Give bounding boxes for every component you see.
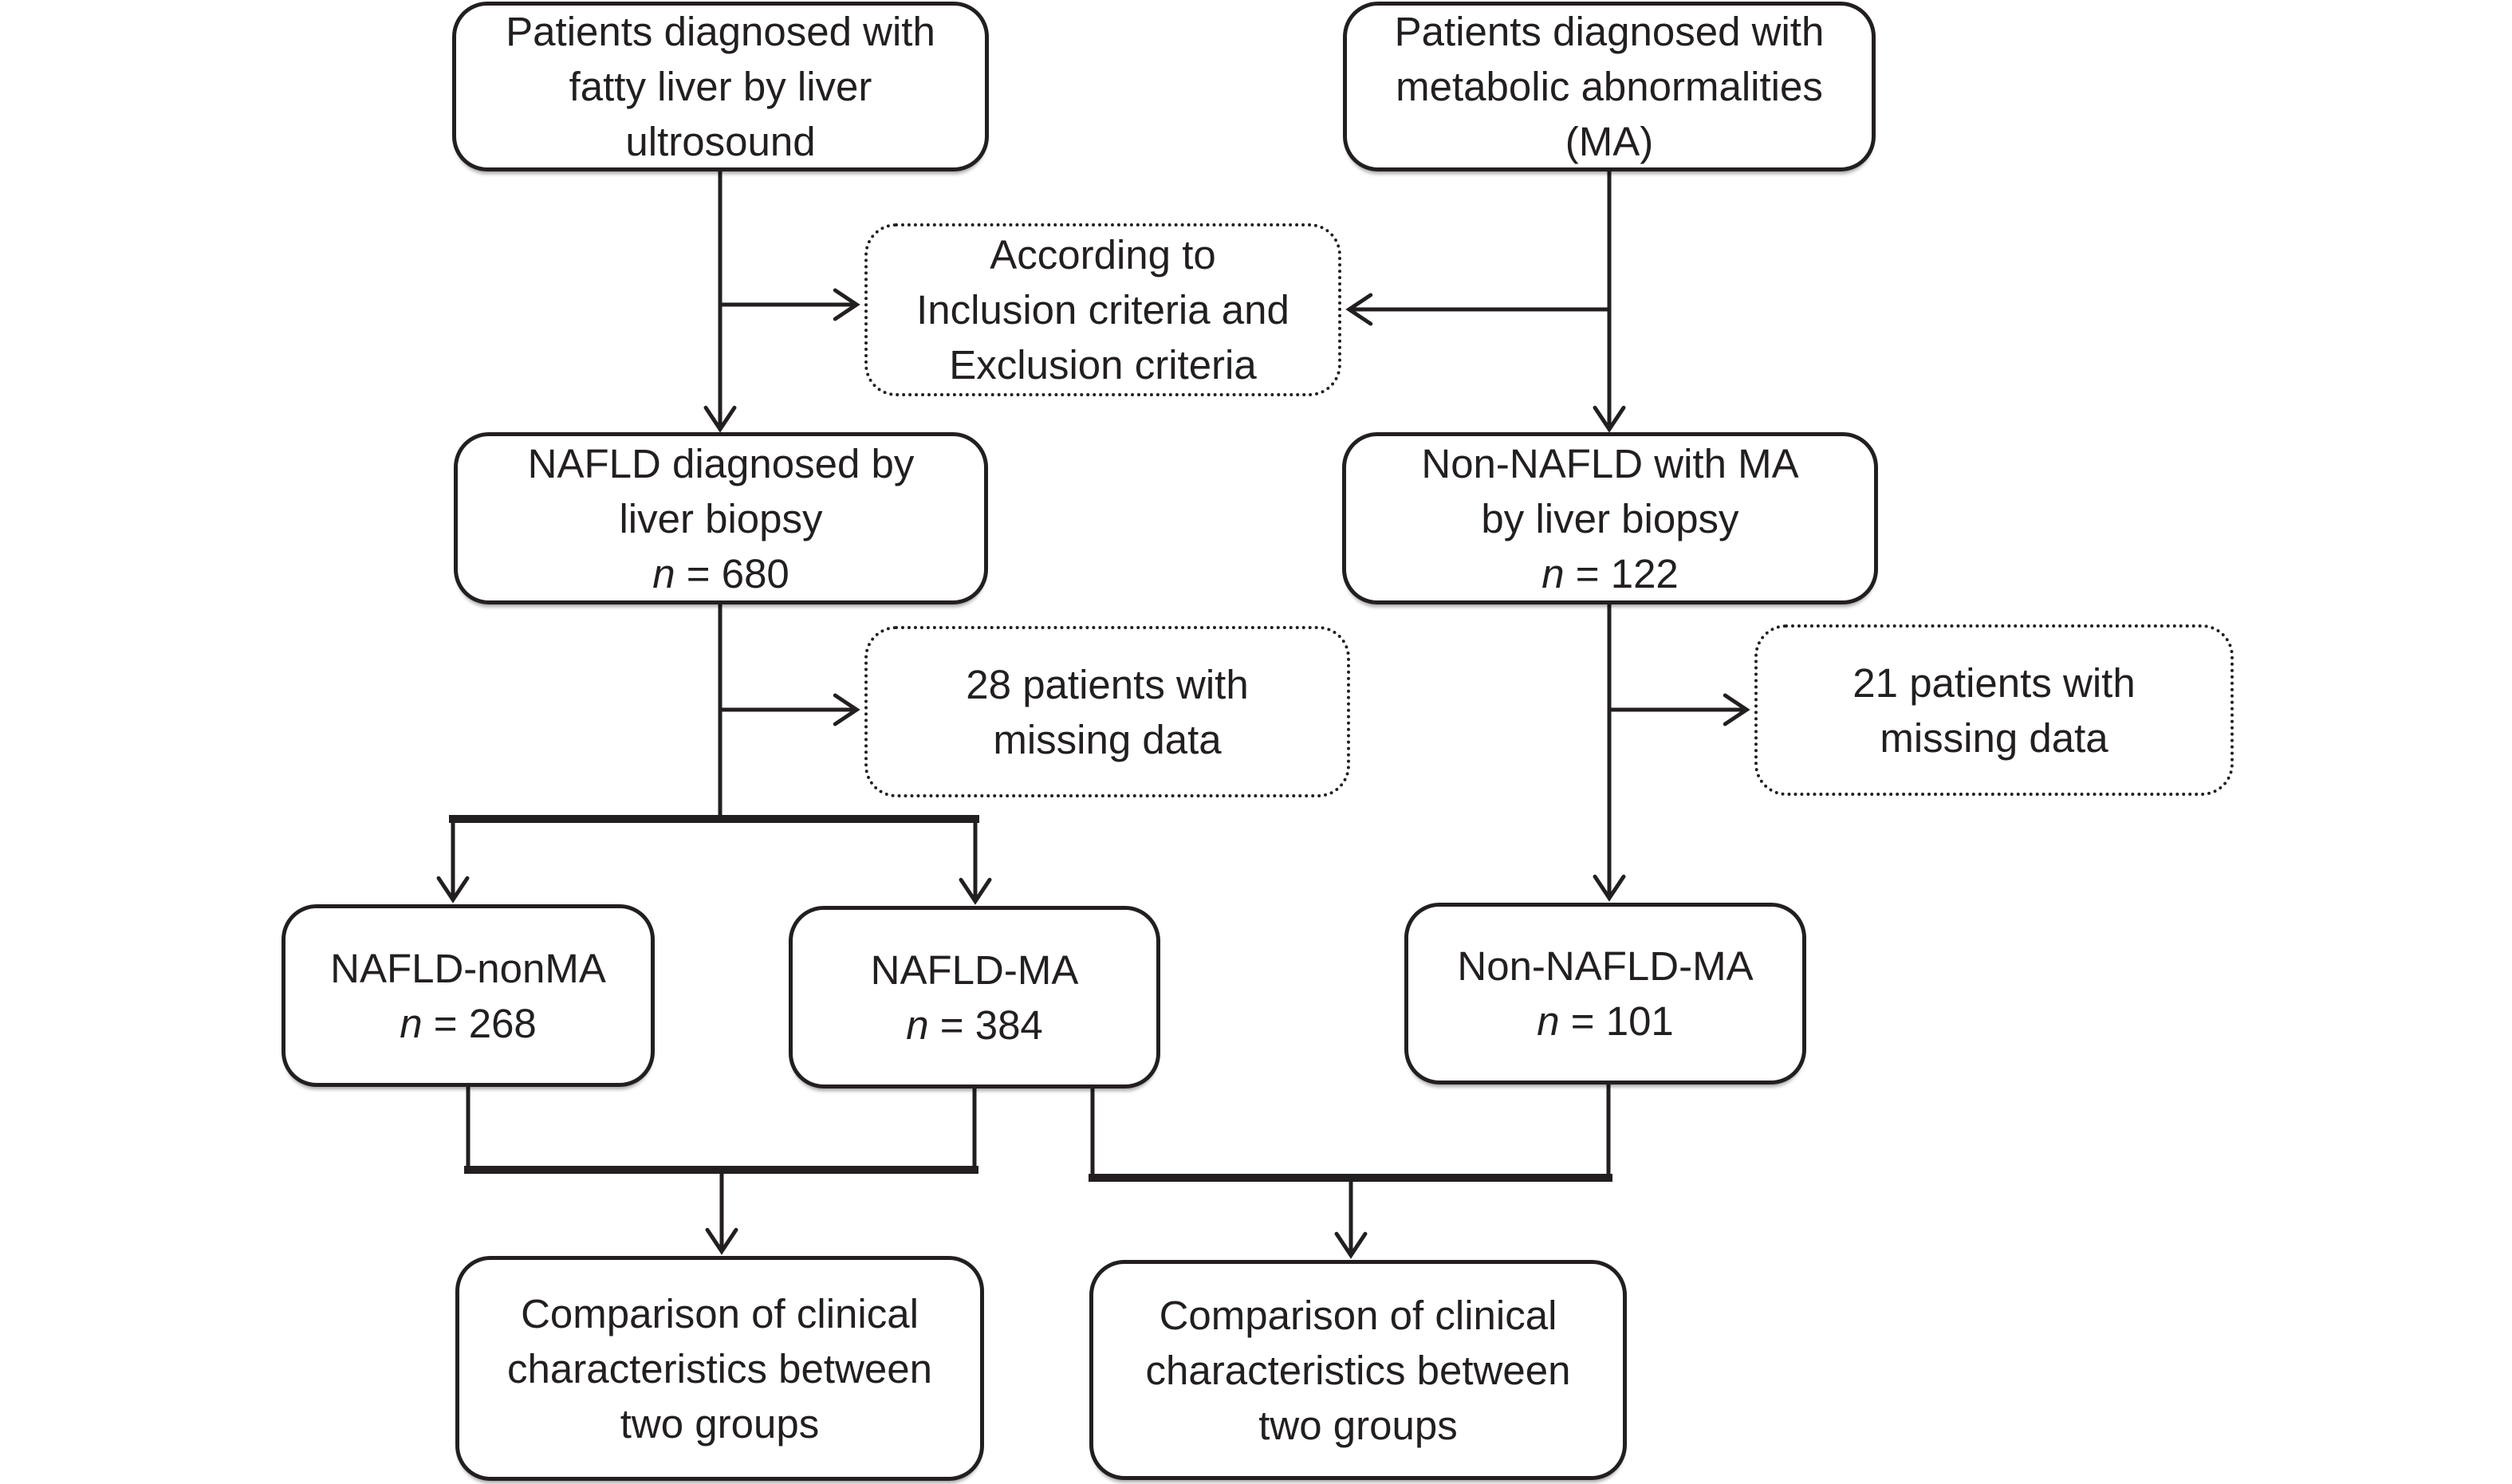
- n-symbol: n: [652, 550, 675, 596]
- box-nafld-ma: NAFLD-MA n = 384: [789, 906, 1160, 1088]
- box-text-line: missing data: [1880, 714, 2108, 761]
- n-value: = 122: [1564, 550, 1679, 596]
- box-text-line: NAFLD diagnosed by: [527, 440, 915, 486]
- box-text-line: characteristics between: [507, 1345, 932, 1391]
- box-non-nafld-liver-biopsy: Non-NAFLD with MA by liver biopsy n = 12…: [1342, 432, 1878, 604]
- n-value: = 268: [422, 1000, 537, 1046]
- box-text-line: Exclusion criteria: [949, 342, 1257, 388]
- box-non-nafld-ma: Non-NAFLD-MA n = 101: [1404, 903, 1806, 1084]
- box-text-line: Inclusion criteria and: [916, 287, 1289, 333]
- box-nafld-liver-biopsy: NAFLD diagnosed by liver biopsy n = 680: [454, 432, 988, 604]
- sample-size-line: n = 268: [400, 996, 537, 1051]
- box-text-line: Comparison of clinical: [1159, 1292, 1557, 1338]
- box-inclusion-exclusion-criteria: According to Inclusion criteria and Excl…: [864, 223, 1341, 396]
- sample-size-line: n = 680: [652, 546, 789, 601]
- box-nafld-nonma: NAFLD-nonMA n = 268: [282, 904, 655, 1087]
- sample-size-line: n = 384: [906, 998, 1043, 1053]
- box-text-line: two groups: [620, 1400, 820, 1447]
- n-value: = 384: [928, 1002, 1043, 1048]
- box-text-line: NAFLD-MA: [870, 947, 1079, 993]
- box-text-line: metabolic abnormalities: [1396, 64, 1823, 109]
- box-text-line: Comparison of clinical: [521, 1290, 919, 1336]
- box-text-line: liver biopsy: [619, 495, 823, 541]
- box-comparison-left: Comparison of clinical characteristics b…: [455, 1256, 984, 1481]
- n-symbol: n: [1537, 998, 1560, 1044]
- box-comparison-right: Comparison of clinical characteristics b…: [1089, 1260, 1627, 1480]
- n-symbol: n: [400, 1000, 423, 1046]
- box-text-line: 28 patients with: [966, 661, 1249, 707]
- box-text-line: missing data: [993, 716, 1222, 762]
- n-value: = 680: [675, 550, 789, 596]
- box-missing-data-right: 21 patients with missing data: [1754, 624, 2234, 796]
- box-patients-fatty-liver: Patients diagnosed with fatty liver by l…: [452, 2, 989, 171]
- box-text-line: (MA): [1565, 119, 1654, 164]
- box-text-line: characteristics between: [1145, 1347, 1571, 1393]
- box-text-line: Non-NAFLD-MA: [1457, 943, 1754, 989]
- box-text-line: Non-NAFLD with MA: [1421, 440, 1799, 486]
- box-patients-metabolic-abnormalities: Patients diagnosed with metabolic abnorm…: [1343, 2, 1876, 171]
- box-missing-data-left: 28 patients with missing data: [864, 626, 1350, 797]
- sample-size-line: n = 101: [1537, 994, 1674, 1049]
- n-value: = 101: [1559, 998, 1674, 1044]
- box-text-line: ultrosound: [625, 119, 816, 164]
- n-symbol: n: [906, 1002, 929, 1048]
- box-text-line: two groups: [1258, 1402, 1458, 1448]
- n-symbol: n: [1541, 550, 1565, 596]
- box-text-line: NAFLD-nonMA: [330, 945, 606, 991]
- box-text-line: According to: [990, 232, 1216, 278]
- box-text-line: Patients diagnosed with: [1394, 9, 1825, 54]
- box-text-line: 21 patients with: [1853, 659, 2136, 706]
- sample-size-line: n = 122: [1541, 546, 1679, 601]
- box-text-line: fatty liver by liver: [569, 64, 872, 109]
- box-text-line: by liver biopsy: [1481, 495, 1739, 541]
- box-text-line: Patients diagnosed with: [506, 9, 935, 54]
